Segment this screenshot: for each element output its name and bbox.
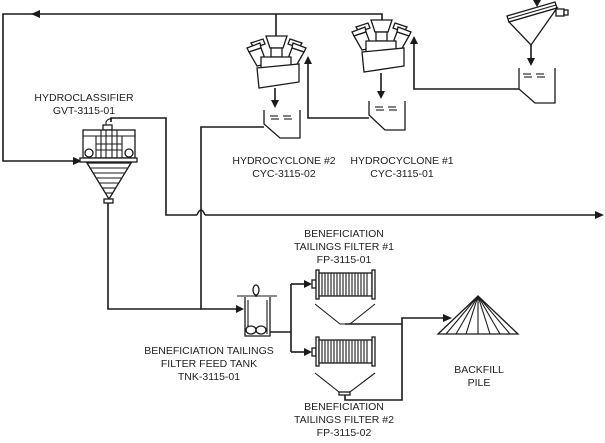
filter-1-label: BENEFICIATION TAILINGS FILTER #1 FP-3115…: [294, 228, 394, 267]
stream-sump3-to-cyclone1: [410, 36, 519, 90]
filter-press-1-icon[interactable]: [311, 269, 376, 325]
hydrocyclone-2-icon[interactable]: [246, 35, 307, 89]
filter-feed-tank-label: BENEFICIATION TAILINGS FILTER FEED TANK …: [144, 345, 274, 384]
backfill-pile-icon[interactable]: [436, 295, 520, 335]
sump-1-icon: [368, 101, 406, 131]
equipment-name: HYDROCLASSIFIER: [34, 92, 134, 104]
equipment-tag: TNK-3115-01: [177, 371, 241, 383]
hydrocyclone-1-icon[interactable]: [351, 19, 412, 73]
stream-filters-to-backfill: [344, 314, 452, 401]
sump-2-icon: [263, 110, 301, 139]
stream-feed-tank-to-filters: [270, 280, 312, 356]
filter-plates: [321, 340, 368, 363]
equipment-name-line2: PILE: [467, 377, 491, 389]
equipment-name-line2: TAILINGS FILTER #2: [294, 414, 394, 426]
arrow-right-icon: [73, 157, 82, 165]
filter-press-2-icon[interactable]: [311, 336, 376, 396]
equipment-tag: FP-3115-01: [316, 254, 372, 266]
equipment-tag: FP-3115-02: [316, 427, 372, 439]
equipment-name-line1: BENEFICIATION TAILINGS: [144, 345, 274, 357]
hydrocyclone-1-label: HYDROCYCLONE #1 CYC-3115-01: [350, 155, 453, 181]
equipment-tag: CYC-3115-02: [252, 168, 316, 180]
backfill-pile-label: BACKFILL PILE: [454, 364, 504, 390]
filter-2-label: BENEFICIATION TAILINGS FILTER #2 FP-3115…: [294, 401, 394, 440]
filter-plates: [321, 273, 368, 296]
equipment-tag: CYC-3115-01: [370, 168, 434, 180]
stream-cyclone1-to-sump1: [377, 73, 385, 99]
equipment-name: HYDROCYCLONE #1: [350, 155, 454, 167]
equipment-name: HYDROCYCLONE #2: [232, 155, 336, 167]
sump-3-icon: [518, 68, 556, 104]
filter-feed-tank-icon[interactable]: [237, 284, 277, 337]
equipment-name-line1: BENEFICIATION: [304, 401, 384, 413]
stream-screen-feed: [533, 0, 541, 7]
stream-cyclone2-to-sump2: [271, 88, 279, 108]
stream-sump2-to-feed-tank: [200, 126, 264, 313]
equipment-tag: GVT-3115-01: [52, 105, 116, 117]
stream-hydroclassifier-underflow: [107, 203, 201, 310]
hydroclassifier-icon[interactable]: [79, 118, 138, 204]
arrow-left-icon: [31, 10, 40, 18]
equipment-name-line1: BENEFICIATION: [304, 228, 384, 240]
equipment-name-line2: TAILINGS FILTER #1: [294, 241, 394, 253]
equipment-name-line1: BACKFILL: [454, 364, 504, 376]
screen-icon: [506, 1, 569, 47]
hydroclassifier-label: HYDROCLASSIFIER GVT-3115-01: [34, 92, 133, 118]
hydrocyclone-2-label: HYDROCYCLONE #2 CYC-3115-02: [232, 155, 335, 181]
stream-sump1-to-cyclone2: [304, 56, 369, 119]
equipment-name-line2: FILTER FEED TANK: [160, 358, 258, 370]
stream-screen-to-sump3: [527, 45, 535, 66]
agitator-motor-icon: [252, 284, 260, 296]
stream-recycle-to-hydroclassifier: [2, 10, 383, 165]
